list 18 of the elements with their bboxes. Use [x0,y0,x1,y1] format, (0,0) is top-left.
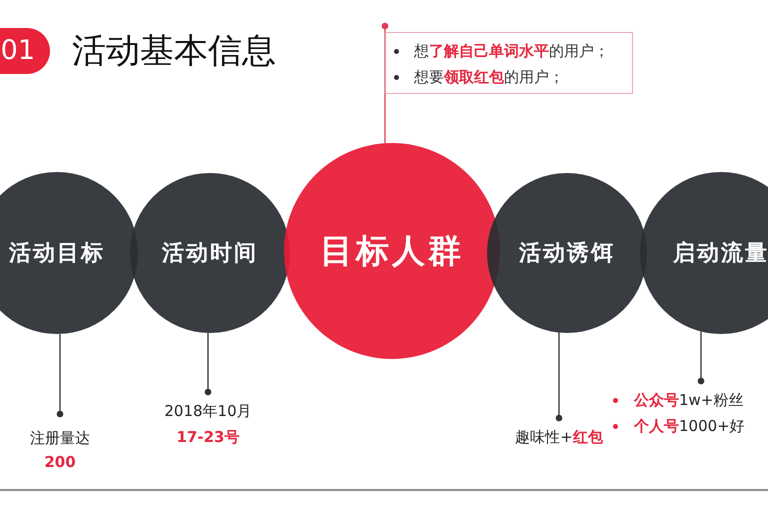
value-text: 200 [44,452,76,473]
leader-line [382,22,388,144]
list-text: 公众号1w+粉丝 [634,390,744,410]
topic-circle: 活动时间 [130,173,290,333]
value-text: 17-23号 [176,427,240,448]
callout-text: 想要领取红包的用户； [414,68,564,86]
caption-text: 趣味性+红包 [515,427,603,448]
list-text: 个人号1000+好 [634,416,745,436]
leader-line [556,332,562,422]
leader-line [698,332,704,384]
callout-text: 想了解自己单词水平的用户； [414,42,609,60]
callout-box [385,32,633,94]
caption-text: 注册量达 [30,428,90,449]
leader-line [56,334,64,418]
caption-text: 2018年10月 [164,401,252,422]
page-title: 活动基本信息 [72,30,276,73]
number-badge: 01 [0,28,50,74]
leader-line [204,332,212,396]
